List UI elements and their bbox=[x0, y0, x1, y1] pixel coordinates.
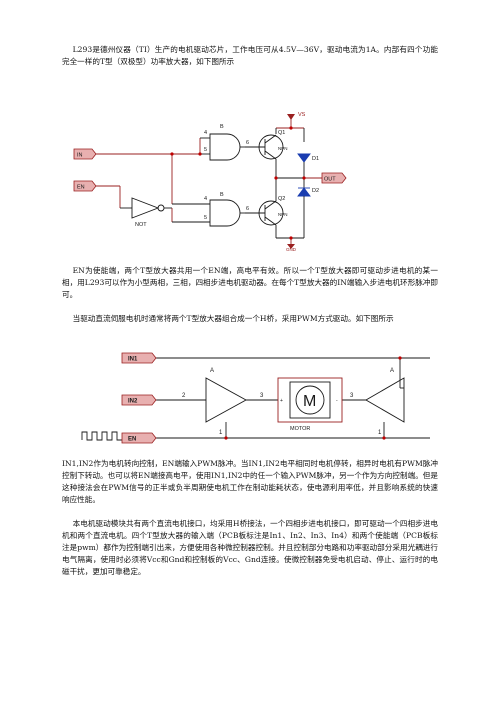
q2-type: NPN bbox=[278, 212, 288, 217]
in2-port-shape bbox=[121, 394, 157, 406]
motor-label: MOTOR bbox=[290, 426, 310, 432]
pin-2-label: 2 bbox=[182, 393, 186, 399]
vs-label: VS bbox=[298, 112, 306, 118]
gnd-label: GND bbox=[286, 247, 297, 252]
paragraph-direction-control: IN1,IN2作为电机转向控制，EN端输入PWM脉冲。当IN1,IN2电平相同时… bbox=[62, 459, 438, 504]
in1-port-shape bbox=[121, 352, 157, 364]
in2-port-label: IN2 bbox=[128, 399, 138, 405]
en-port-shape-2 bbox=[121, 432, 157, 444]
pin-1-left-label: 1 bbox=[219, 430, 223, 436]
gnd-arrow-icon bbox=[287, 244, 295, 249]
motor-minus-label: - bbox=[336, 398, 338, 404]
paragraph-module-description: 本电机驱动模块共有两个直流电机接口，均采用H桥接法，一个四相步进电机接口，即可驱… bbox=[62, 519, 438, 576]
in-port-label: IN bbox=[77, 153, 83, 159]
paragraph-h-bridge-intro: 当驱动直流伺服电机时通常将两个T型放大器组合成一个H桥，采用PWM方式驱动。如下… bbox=[72, 314, 394, 323]
paragraph-l293-intro: L293是德州仪器（TI）生产的电机驱动芯片，工作电压可从4.5V—36V，驱动… bbox=[62, 45, 438, 66]
en-port-label: EN bbox=[77, 185, 85, 191]
amp-right-label: A bbox=[390, 368, 394, 374]
pin-4-top: 4 bbox=[204, 130, 207, 136]
not-gate-label: NOT bbox=[135, 222, 147, 228]
d1-label: D1 bbox=[312, 156, 319, 162]
t-amplifier-circuit-diagram: IN EN OUT VS GND NOT B B 4 5 6 4 5 6 Q1 … bbox=[73, 112, 347, 252]
pin-6-bottom: 6 bbox=[246, 206, 249, 212]
pin-1-right-label: 1 bbox=[378, 430, 382, 436]
pin-5-bottom: 5 bbox=[204, 215, 207, 221]
q1-label: Q1 bbox=[278, 130, 285, 136]
out-port-label: OUT bbox=[324, 177, 336, 183]
motor-letter: M bbox=[303, 393, 316, 410]
pin-4-bottom: 4 bbox=[204, 196, 207, 202]
pin-3-right-label: 3 bbox=[350, 393, 354, 399]
gate-b-top-label: B bbox=[220, 124, 224, 130]
in1-port-label: IN1 bbox=[128, 357, 138, 363]
in-port-shape bbox=[73, 148, 97, 160]
pin-5-top: 5 bbox=[204, 147, 207, 153]
en-port-label-2: EN bbox=[128, 437, 136, 443]
motor-plus-label: + bbox=[280, 398, 283, 404]
q2-label: Q2 bbox=[278, 196, 285, 202]
vs-arrow-icon bbox=[287, 114, 295, 120]
pin-3-left-label: 3 bbox=[260, 393, 264, 399]
amp-left-label: A bbox=[210, 368, 214, 374]
q1-type: NPN bbox=[278, 146, 288, 151]
gate-b-bottom-label: B bbox=[220, 192, 224, 198]
pwm-waveform-icon bbox=[81, 431, 122, 441]
out-port-shape bbox=[321, 172, 347, 184]
paragraph-enable-description: EN为使能端，两个T型放大器共用一个EN端，高电平有效。所以一个T型放大器即可驱… bbox=[62, 266, 438, 299]
h-bridge-pwm-diagram: IN1 IN2 EN A A 2 3 3 1 1 + - M MOTOR bbox=[81, 352, 430, 444]
pin-6-top: 6 bbox=[246, 140, 249, 146]
en-port-shape bbox=[73, 180, 97, 192]
d2-label: D2 bbox=[312, 188, 319, 194]
